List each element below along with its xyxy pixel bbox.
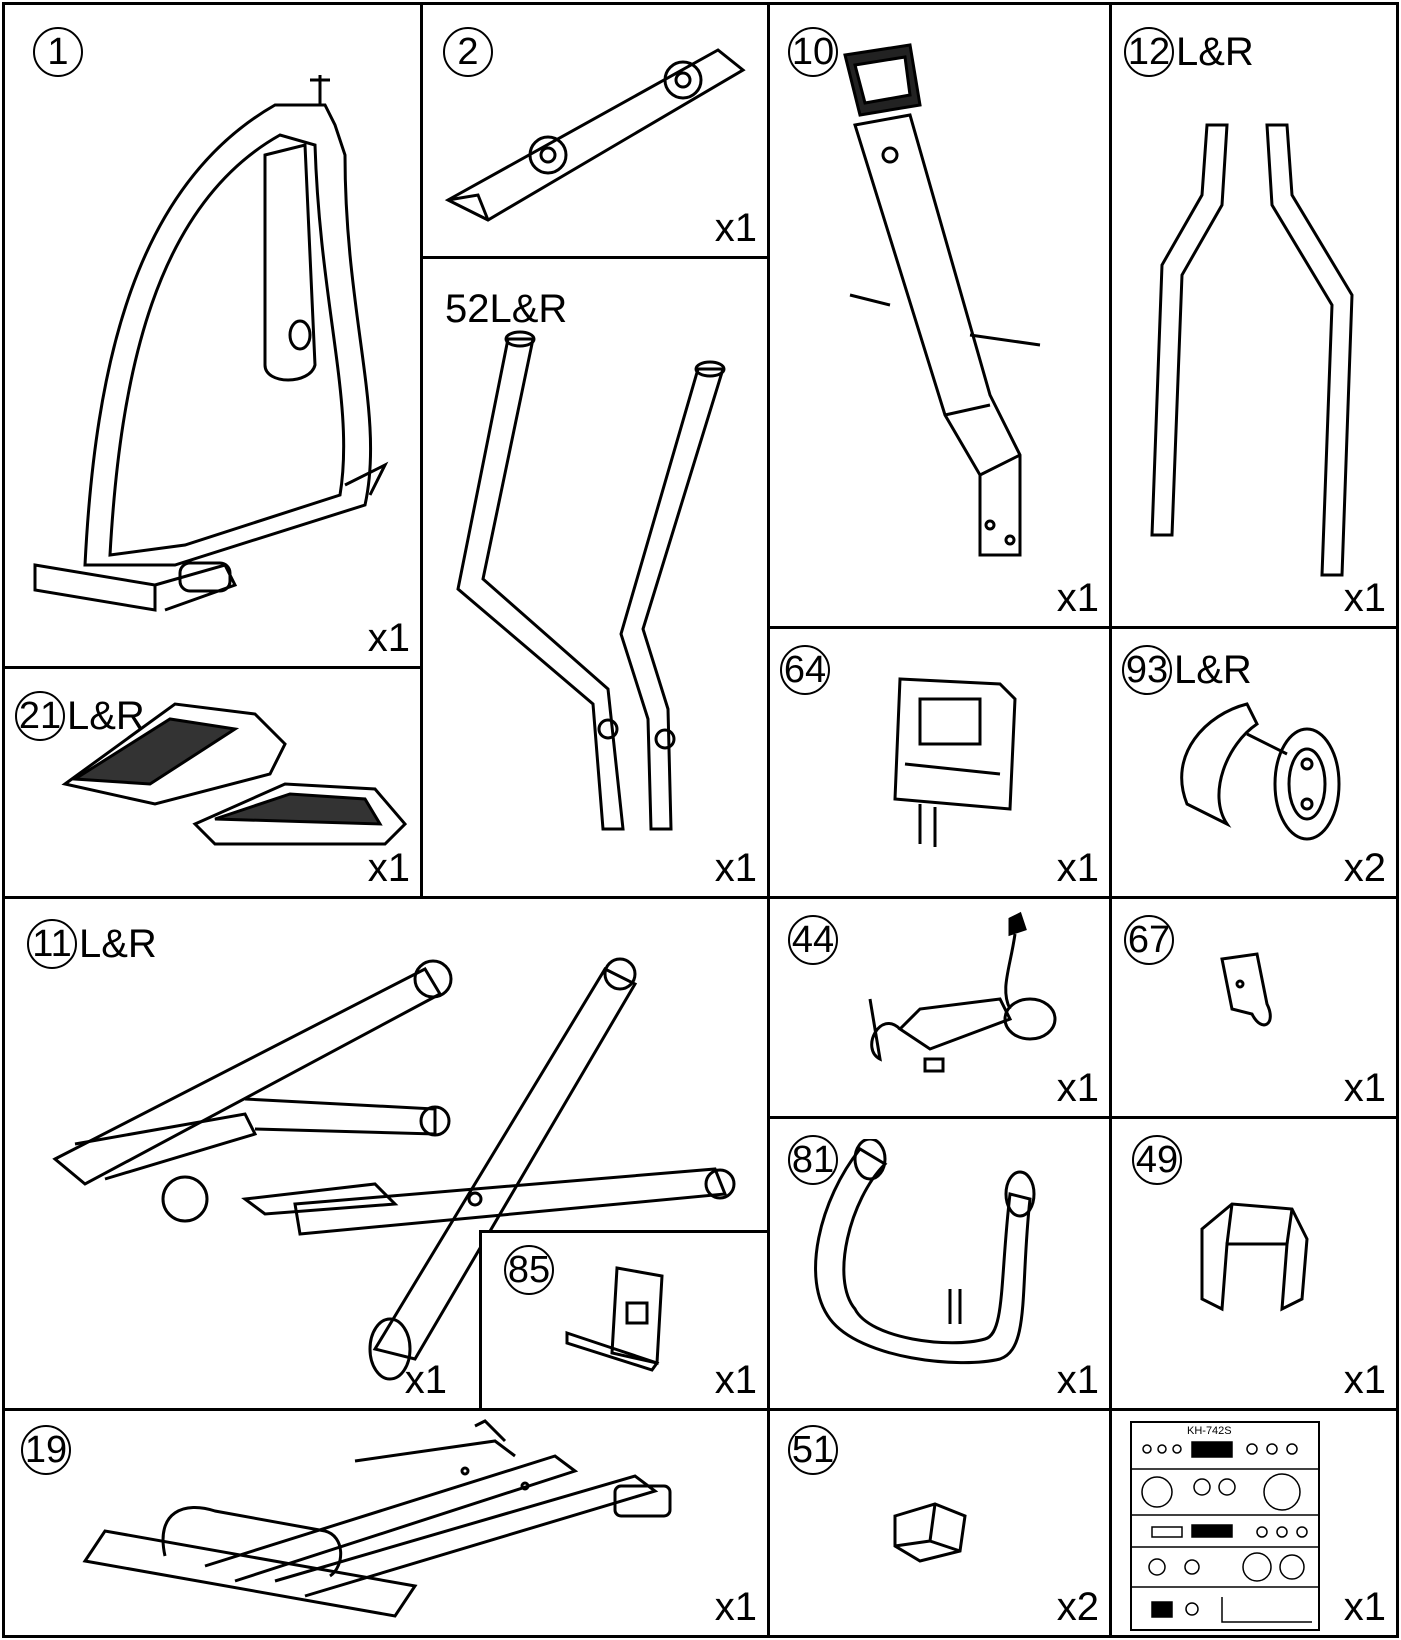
part-number-label: 10 <box>788 27 838 77</box>
part-number-circle: 2 <box>443 27 493 77</box>
hardware-card: KH-742S <box>1130 1421 1320 1631</box>
part-number-label: 44 <box>788 915 838 965</box>
quantity-label: x1 <box>714 1585 757 1629</box>
part-suffix: L&R <box>1176 30 1254 74</box>
part-number-label: 49 <box>1132 1135 1182 1185</box>
part-number-label: 52L&R <box>445 289 567 329</box>
part-number-circle: 81 <box>788 1135 838 1185</box>
part-number-label: 21 L&R <box>15 691 145 741</box>
part-suffix: L&R <box>79 922 157 966</box>
part-number-text: 52L&R <box>445 287 568 331</box>
part-number-circle: 93 <box>1122 645 1172 695</box>
handlebar-illustration <box>800 1139 1050 1389</box>
wheel-cover-illustration <box>1167 694 1347 854</box>
part-cell-85: 85 x1 <box>479 1230 770 1411</box>
part-cell-52: 52L&R x1 <box>420 256 770 899</box>
part-cell-10: 10 x1 <box>767 2 1112 629</box>
part-number-circle: 19 <box>21 1425 71 1475</box>
part-cell-81: 81 x1 <box>767 1116 1112 1411</box>
part-cell-49: 49 x1 <box>1109 1116 1399 1411</box>
part-number-label: 12 L&R <box>1124 27 1254 77</box>
part-cell-2: 2 x1 <box>420 2 770 259</box>
clip-illustration <box>1212 949 1302 1039</box>
part-number-label: 85 <box>504 1245 554 1295</box>
part-cell-1: 1 x1 <box>2 2 423 669</box>
part-number-label: 64 <box>780 645 830 695</box>
hardware-pack-illustration <box>1132 1441 1318 1623</box>
quantity-label: x1 <box>1056 846 1099 890</box>
console-illustration <box>880 669 1030 849</box>
part-number-label: 51 <box>788 1425 838 1475</box>
part-cell-12: 12 L&R x1 <box>1109 2 1399 629</box>
quantity-label: x1 <box>1343 1585 1386 1629</box>
pedal-illustration <box>55 694 415 854</box>
main-frame-illustration <box>25 65 405 625</box>
bracket-illustration <box>562 1258 692 1378</box>
part-cell-19: 19 x1 <box>2 1408 770 1638</box>
cover-illustration <box>1192 1199 1312 1319</box>
adapter-illustration <box>860 909 1060 1079</box>
console-mast-illustration <box>830 35 1090 595</box>
quantity-label: x1 <box>1056 576 1099 620</box>
pedal-arm-illustration <box>45 929 765 1399</box>
end-cap-illustration <box>885 1496 975 1566</box>
part-number-circle: 1 <box>33 27 83 77</box>
quantity-label: x1 <box>714 1358 757 1402</box>
part-number-label: 1 <box>33 27 83 77</box>
part-number-label: 67 <box>1124 915 1174 965</box>
hardware-card-title: KH-742S <box>1187 1425 1232 1437</box>
quantity-label: x1 <box>367 616 410 660</box>
part-number-label: 2 <box>443 27 493 77</box>
part-number-circle: 49 <box>1132 1135 1182 1185</box>
part-cell-51: 51 x2 <box>767 1408 1112 1638</box>
rail-illustration <box>438 30 748 230</box>
part-number-circle: 10 <box>788 27 838 77</box>
quantity-label: x1 <box>1343 1358 1386 1402</box>
part-suffix: L&R <box>1174 648 1252 692</box>
part-number-circle: 21 <box>15 691 65 741</box>
handlebar-arm-illustration <box>443 329 753 849</box>
quantity-label: x1 <box>367 846 410 890</box>
part-cell-64: 64 x1 <box>767 626 1112 899</box>
part-number-circle: 51 <box>788 1425 838 1475</box>
part-cell-hardware: KH-742S x1 <box>1109 1408 1399 1638</box>
quantity-label: x1 <box>714 846 757 890</box>
part-number-circle: 64 <box>780 645 830 695</box>
part-number-circle: 67 <box>1124 915 1174 965</box>
quantity-label: x1 <box>1343 1066 1386 1110</box>
quantity-label: x1 <box>1343 576 1386 620</box>
part-number-circle: 85 <box>504 1245 554 1295</box>
part-suffix: L&R <box>67 694 145 738</box>
quantity-label: x1 <box>1056 1066 1099 1110</box>
part-number-circle: 11 <box>27 919 77 969</box>
quantity-label: x1 <box>1056 1358 1099 1402</box>
quantity-label: x2 <box>1056 1585 1099 1629</box>
part-cell-93: 93 L&R x2 <box>1109 626 1399 899</box>
quantity-label: x1 <box>404 1358 447 1402</box>
base-frame-illustration <box>75 1416 715 1631</box>
part-number-label: 11 L&R <box>27 919 157 969</box>
part-cell-21: 21 L&R x1 <box>2 666 423 899</box>
part-number-circle: 12 <box>1124 27 1174 77</box>
quantity-label: x2 <box>1343 846 1386 890</box>
part-number-label: 19 <box>21 1425 71 1475</box>
quantity-label: x1 <box>714 206 757 250</box>
part-cell-44: 44 x1 <box>767 896 1112 1119</box>
part-cell-67: 67 x1 <box>1109 896 1399 1119</box>
part-number-circle: 44 <box>788 915 838 965</box>
part-number-label: 93 L&R <box>1122 645 1252 695</box>
handlebar-tube-illustration <box>1132 115 1382 595</box>
part-number-label: 81 <box>788 1135 838 1185</box>
